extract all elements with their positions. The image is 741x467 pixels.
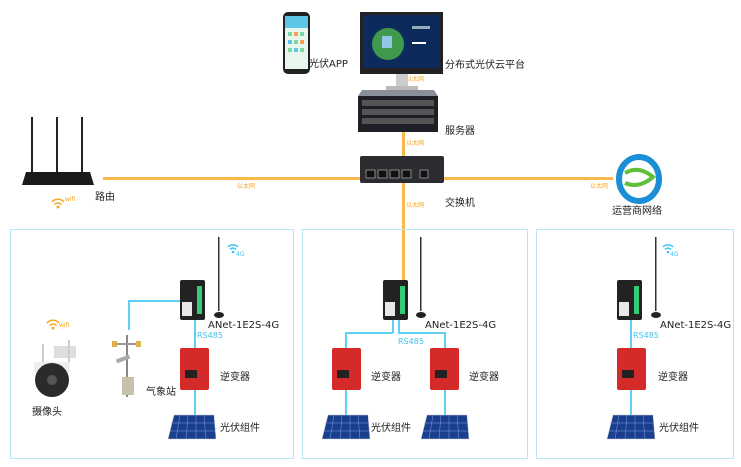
inverter-label: 逆变器 [469, 372, 499, 383]
ethernet-label: 以太网 [406, 140, 425, 147]
rs485-line [128, 300, 130, 330]
gateway-label: ANet-1E2S-4G [660, 320, 732, 331]
ethernet-label: 以太网 [406, 76, 425, 83]
pv-label: 光伏组件 [371, 423, 411, 434]
inverter-icon [180, 348, 209, 390]
solar-panel-icon [420, 414, 470, 440]
antenna-icon [651, 237, 661, 318]
ethernet-label: 以太网 [406, 202, 425, 209]
camera-icon [34, 340, 76, 397]
site-box-3 [536, 229, 734, 459]
weather-station-label: 气象站 [146, 387, 176, 398]
ethernet-label: 以太网 [590, 183, 609, 190]
router-label: 路由 [95, 192, 115, 203]
pv-line [630, 390, 632, 415]
ethernet-line-trunk [402, 90, 405, 294]
rs485-label: RS485 [633, 331, 659, 340]
site-box-2 [302, 229, 528, 459]
rs485-line [392, 320, 394, 333]
inverter-label: 逆变器 [658, 372, 688, 383]
rs485-line [345, 332, 347, 348]
inverter-label: 逆变器 [220, 372, 250, 383]
monitor-platform-icon [360, 12, 443, 90]
pv-line [444, 390, 446, 415]
4g-signal-icon [662, 244, 674, 254]
platform-label: 分布式光伏云平台 [445, 60, 525, 71]
gateway-device-icon [180, 280, 205, 320]
rs485-label: RS485 [398, 337, 424, 346]
gateway-device-icon [617, 280, 642, 320]
inverter-label: 逆变器 [371, 372, 401, 383]
phone-app-icon [283, 12, 310, 74]
china-mobile-logo-icon [616, 154, 662, 204]
router-icon [22, 117, 94, 185]
ethernet-line-horizontal [103, 177, 613, 180]
pv-label: 光伏组件 [220, 423, 260, 434]
inverter-icon [332, 348, 361, 390]
wifi-label: wifi [59, 322, 70, 329]
rs485-label: RS485 [197, 331, 223, 340]
rs485-line [444, 332, 446, 348]
carrier-label: 运营商网络 [612, 206, 662, 217]
rs485-line [398, 332, 446, 334]
switch-icon [360, 156, 444, 183]
camera-label: 摄像头 [32, 407, 62, 418]
antenna-icon [416, 237, 426, 318]
server-label: 服务器 [445, 126, 475, 137]
gateway-device-icon [383, 280, 408, 320]
antenna-icon [214, 237, 224, 318]
gateway-label: ANet-1E2S-4G [208, 320, 280, 331]
solar-panel-icon [167, 414, 217, 440]
rs485-line [194, 320, 196, 348]
weather-station-icon [112, 335, 141, 397]
inverter-icon [430, 348, 459, 390]
solar-panel-icon [606, 414, 656, 440]
wifi-label: wifi [65, 196, 76, 203]
rs485-line [630, 320, 632, 348]
switch-label: 交换机 [445, 198, 475, 209]
gateway-label: ANet-1E2S-4G [425, 320, 497, 331]
pv-line [345, 390, 347, 415]
4g-label: 4G [670, 251, 679, 258]
wifi-icon [51, 198, 65, 209]
wifi-icon [46, 319, 60, 330]
4g-label: 4G [236, 251, 245, 258]
pv-label: 光伏组件 [659, 423, 699, 434]
solar-panel-icon [321, 414, 371, 440]
rs485-line [345, 332, 393, 334]
ethernet-label: 以太网 [237, 183, 256, 190]
rs485-line [398, 320, 400, 333]
rs485-line [128, 300, 182, 302]
site-box-1 [10, 229, 294, 459]
pv-line [194, 390, 196, 415]
inverter-icon [617, 348, 646, 390]
4g-signal-icon [227, 244, 239, 254]
server-icon [358, 90, 438, 132]
app-label: 光伏APP [309, 59, 348, 70]
